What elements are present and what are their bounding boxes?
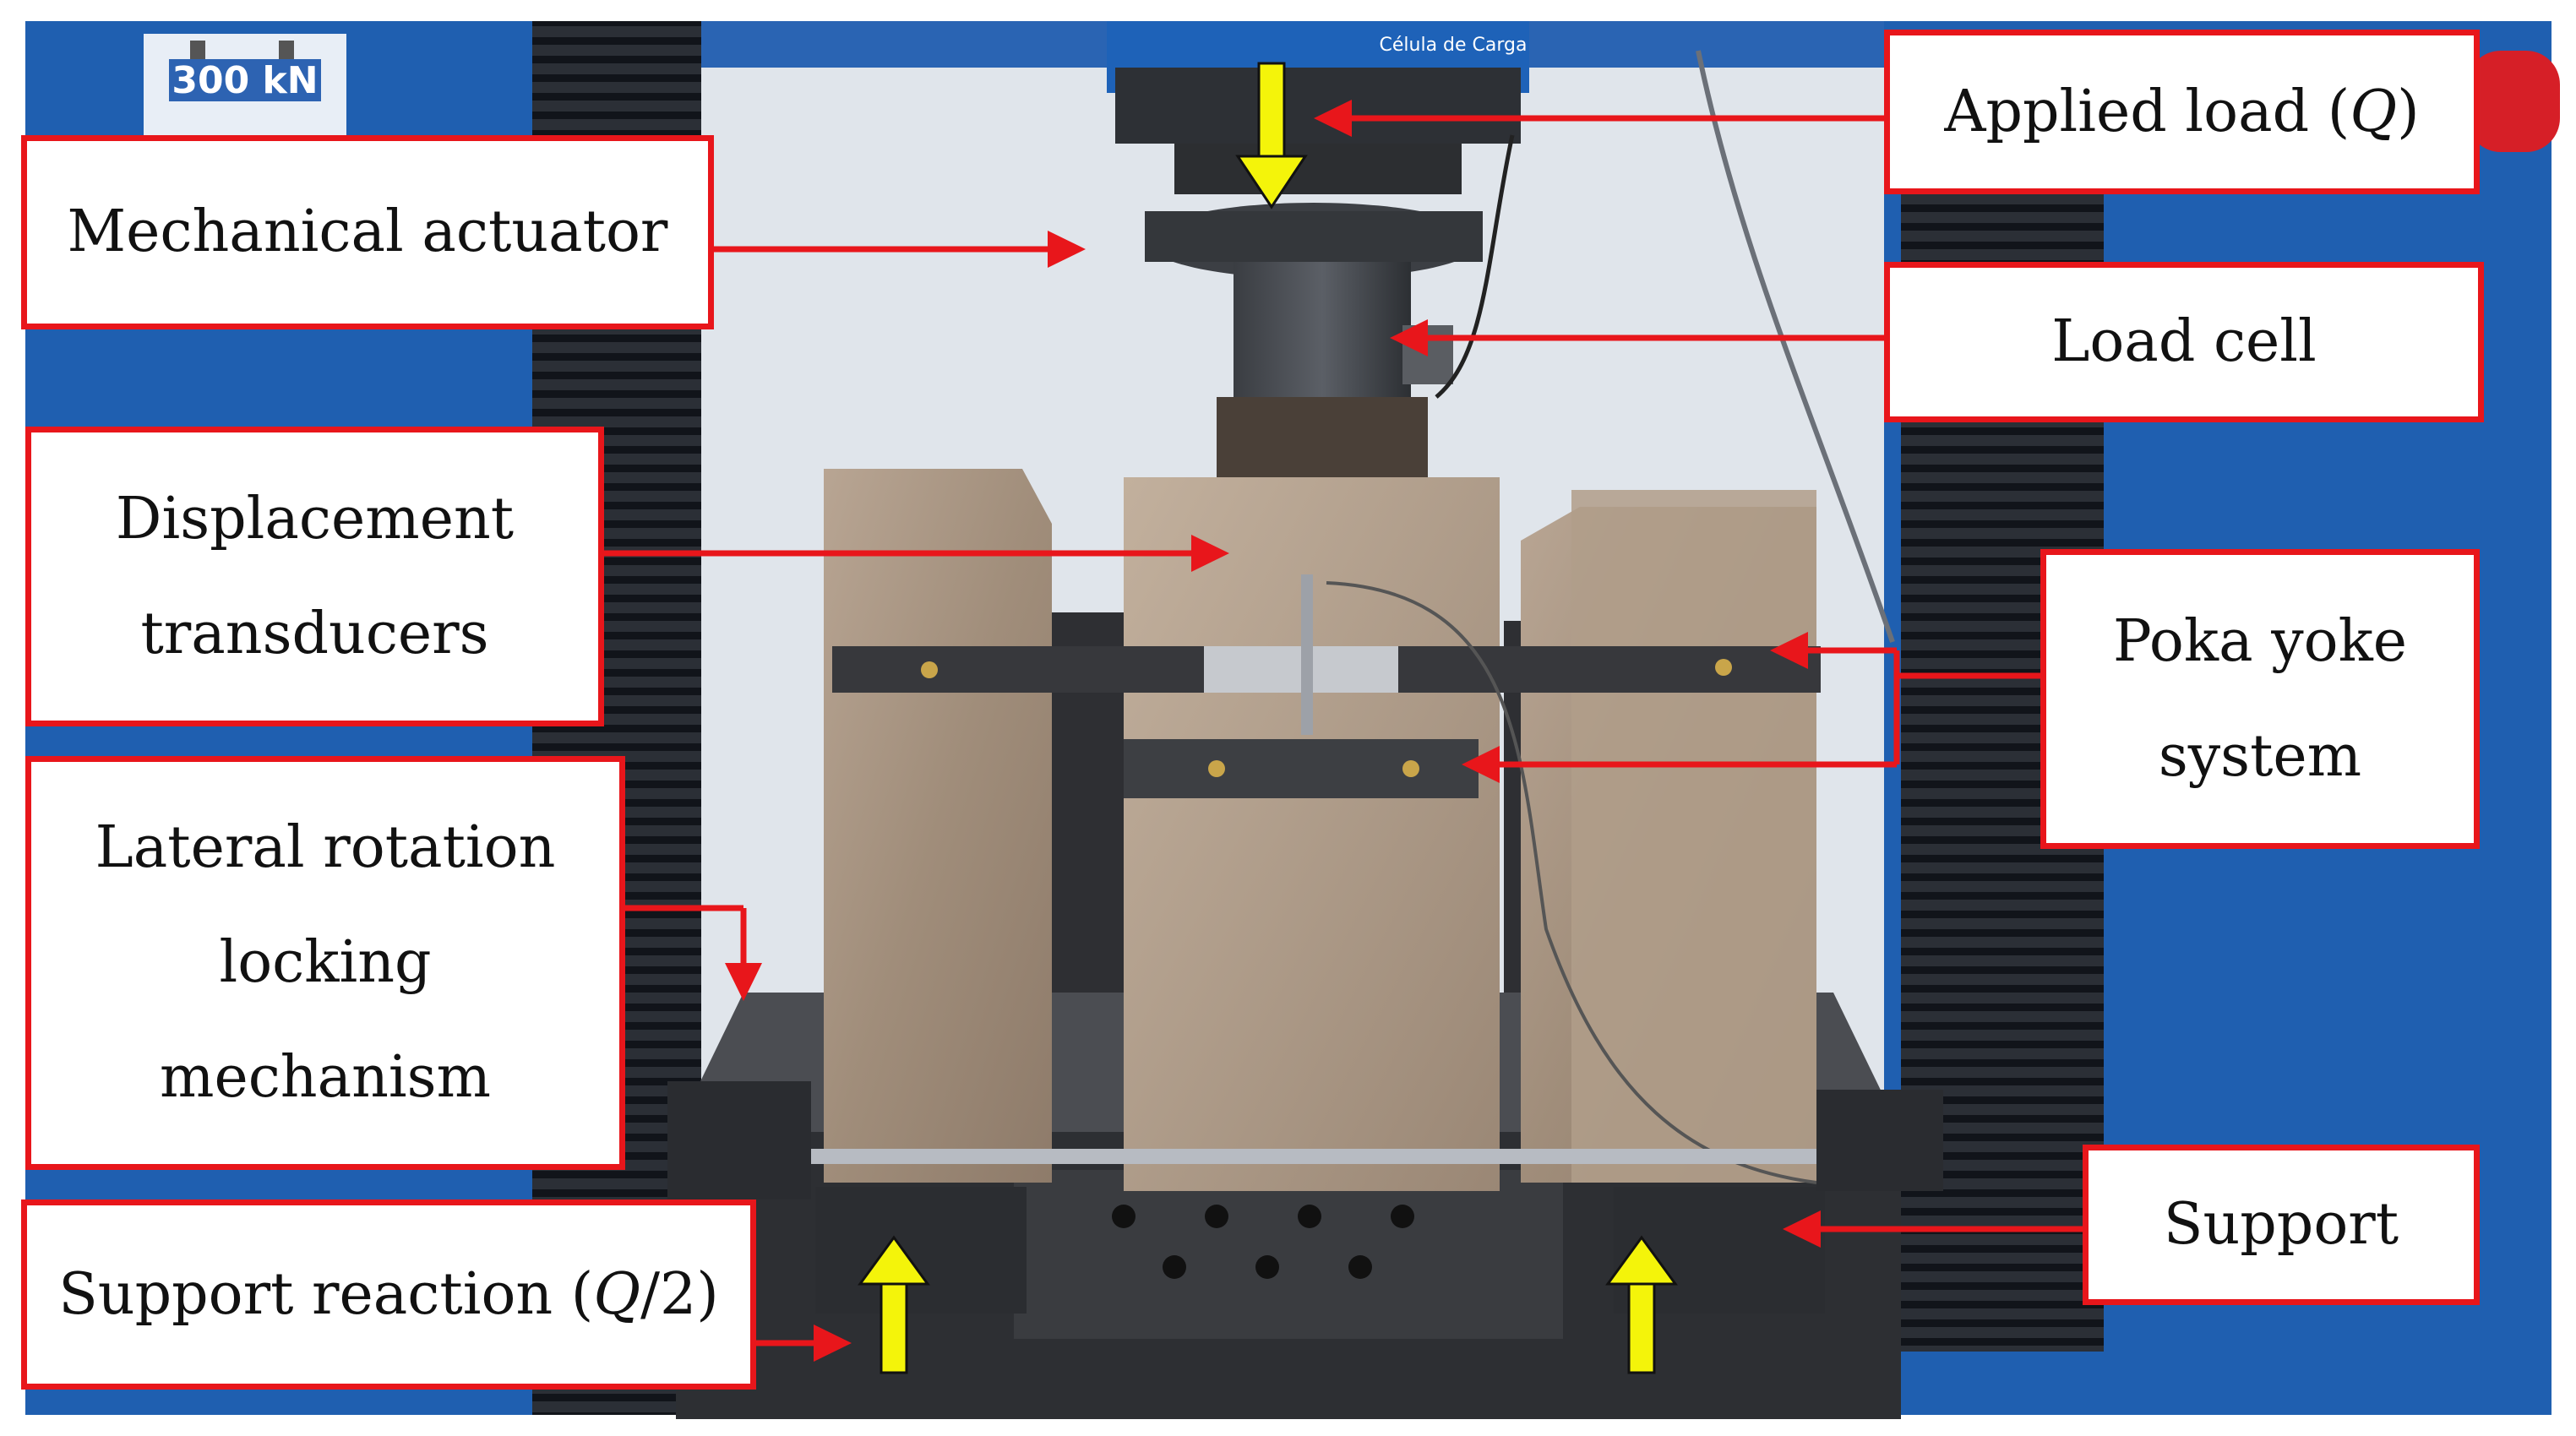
displacement-transducers-label: Displacement transducers <box>25 427 604 726</box>
load-cell-brand-text: Célula de Carga <box>1380 35 1528 56</box>
actuator-assembly: Célula de Carga <box>1107 21 1895 643</box>
applied-load-arrow <box>1235 62 1308 209</box>
support-reaction-arrow-left <box>858 1235 930 1374</box>
poka-yoke-bars <box>832 574 1821 1184</box>
machine-capacity-text: 300 kN <box>172 59 318 102</box>
lateral-rotation-locking-label: Lateral rotation locking mechanism <box>25 756 625 1170</box>
support-label: Support <box>2083 1145 2480 1305</box>
machine-capacity-badge: 300 kN <box>144 34 346 135</box>
poka-yoke-system-label: Poka yoke system <box>2040 549 2480 849</box>
mechanical-actuator-label: Mechanical actuator <box>21 135 714 329</box>
applied-load-label: Applied load (Q) <box>1884 30 2480 194</box>
load-cell-label: Load cell <box>1884 262 2484 422</box>
support-reaction-label: Support reaction (Q/2) <box>21 1199 756 1390</box>
support-left <box>815 1187 1027 1314</box>
callout-leader-lines <box>600 100 2091 1362</box>
support-reaction-arrow-right <box>1605 1235 1678 1374</box>
timber-specimen <box>824 469 1816 1191</box>
